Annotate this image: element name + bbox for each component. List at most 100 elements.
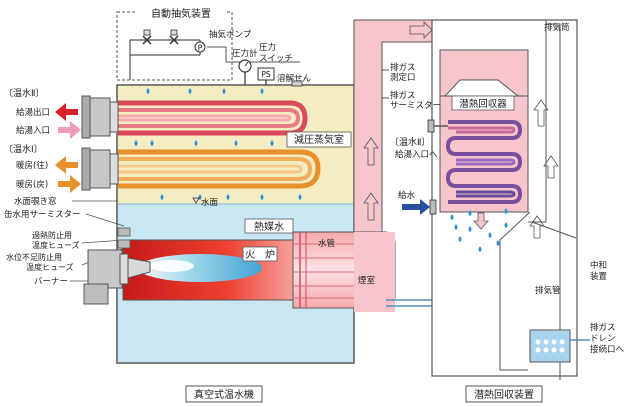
water-tube-label: 水管 <box>318 238 335 249</box>
latent-heat-recovery-device: 潜熱回収器 <box>431 19 590 380</box>
overheat-fuse-label-1: 過熱防止用 <box>32 230 72 240</box>
hot-water-1-label: 〔温水Ⅰ〕 <box>4 143 43 155</box>
fusible-plug-label: 溶解せん <box>277 73 312 84</box>
arrow-down-icon <box>473 212 489 230</box>
droplet <box>504 208 508 214</box>
left-fittings <box>55 95 119 193</box>
arrow-right-icon <box>58 175 81 193</box>
pressure-gauge: 圧力計 <box>232 48 258 85</box>
neutralizer-label-1: 中和 <box>590 260 607 271</box>
droplet <box>194 140 198 146</box>
exhaust-measure-port-label-1: 排ガス <box>390 62 416 73</box>
auto-extraction-label: 自動抽気装置 <box>151 7 211 20</box>
flue-label: 煙室 <box>358 275 376 286</box>
can-thermistor-label: 缶水用サーミスター <box>4 209 81 220</box>
furnace: 火 炉 熱媒水 <box>122 218 296 301</box>
latent-heat-device-label: 潜熱回収装置 <box>474 388 534 401</box>
droplet <box>198 194 202 200</box>
droplet <box>260 194 264 200</box>
drain-port-label-1: 排ガス <box>590 322 616 333</box>
arrow-up-icon <box>543 155 559 179</box>
droplet <box>468 226 472 232</box>
water-surface-marker: 水面 <box>192 197 219 208</box>
hot-water-2-label: 〔温水Ⅱ〕 <box>4 87 44 99</box>
droplet <box>150 140 154 146</box>
recovery-coil <box>445 120 523 204</box>
recovery-droplets <box>450 208 508 252</box>
droplet <box>146 88 150 94</box>
water-tube-bundle: 水管 <box>292 231 357 309</box>
neutralizer-tank <box>529 329 571 363</box>
droplet <box>260 88 264 94</box>
arrow-up-icon <box>529 215 545 239</box>
feed-water: 給水 <box>398 190 437 215</box>
valve-icon <box>142 29 152 45</box>
exhaust-stack-label: 排気筒 <box>544 22 570 33</box>
neutralizer-label-2: 装置 <box>590 271 608 282</box>
recovery-thermistor <box>427 119 448 133</box>
exhaust-pipe-label: 排気管 <box>535 285 561 296</box>
droplet <box>188 88 192 94</box>
water-level-window-label: 水面覗き窓 <box>14 196 57 207</box>
exhaust-thermistor-label-2: サーミスター <box>390 101 441 111</box>
supply-inlet-to-label-2: 給湯入口へ <box>395 149 438 160</box>
steam-chamber-label-box: 減圧蒸気室 <box>286 131 352 148</box>
exhaust-thermistor-label-1: 排ガス <box>390 90 416 101</box>
supply-inlet-to-label-1: 〔温水Ⅱ〕 <box>390 136 430 148</box>
droplet <box>504 222 508 228</box>
ps-label: PS <box>261 70 271 79</box>
pressure-switch-label-1: 圧力 <box>259 42 276 53</box>
pressure-switch: PS 圧力 スイッチ <box>257 42 293 85</box>
droplet <box>234 140 238 146</box>
exhaust-measure-port-label-2: 測定口 <box>390 72 416 83</box>
droplet <box>222 88 226 94</box>
burner-label: バーナー <box>34 277 68 287</box>
furnace-label: 火 炉 <box>245 249 275 261</box>
latent-heat-recovery-label: 潜熱回収器 <box>459 98 507 110</box>
droplet <box>496 240 500 246</box>
droplet <box>478 246 482 252</box>
droplet <box>134 140 138 146</box>
steam-droplets <box>134 88 302 200</box>
heating-out-label: 暖房(往) <box>16 160 48 171</box>
droplet <box>454 224 458 230</box>
auto-extraction-device: 自動抽気装置 P 抽気ポンプ <box>116 6 300 81</box>
arrow-right-icon <box>58 121 81 139</box>
drain-port-label-3: 接続口へ <box>590 344 625 355</box>
valve-icon <box>169 29 179 45</box>
extraction-pump-label: 抽気ポンプ <box>209 29 252 40</box>
droplet <box>160 194 164 200</box>
drain-port-label-2: ドレン <box>590 334 616 344</box>
reduced-pressure-chamber-label: 減圧蒸気室 <box>294 133 344 146</box>
droplet <box>450 214 454 220</box>
svg-text:P: P <box>198 44 203 53</box>
water-surface-label: 水面 <box>201 197 219 208</box>
droplet <box>488 232 492 238</box>
feed-water-label: 給水 <box>398 190 416 201</box>
droplet <box>226 194 230 200</box>
arrow-up-icon <box>363 137 379 166</box>
boiler-body <box>116 80 355 364</box>
heating-return-label: 暖房(戻) <box>16 179 48 190</box>
supply-inlet-label: 給湯入口 <box>16 125 50 136</box>
droplet <box>298 194 302 200</box>
arrow-right-icon <box>409 21 433 39</box>
droplet <box>458 236 462 242</box>
arrow-left-icon <box>55 103 78 121</box>
vacuum-boiler-label: 真空式温水機 <box>194 388 254 401</box>
pump-icon: P <box>194 41 206 53</box>
pressure-switch-label-2: スイッチ <box>259 54 293 64</box>
overheat-fuse-label-2: 温度ヒューズ <box>32 240 80 250</box>
hot-water-1-coil <box>118 149 321 189</box>
droplet <box>270 140 274 146</box>
arrow-up-icon <box>363 192 379 221</box>
arrow-right-icon <box>402 199 430 215</box>
pressure-gauge-label: 圧力計 <box>232 48 258 59</box>
arrow-left-icon <box>55 156 78 174</box>
low-water-fuse-label-2: 温度ヒューズ <box>26 262 74 272</box>
supply-outlet-label: 給湯出口 <box>16 107 50 118</box>
low-water-fuse-label-1: 水位不足防止用 <box>6 252 62 262</box>
droplet <box>468 210 472 216</box>
